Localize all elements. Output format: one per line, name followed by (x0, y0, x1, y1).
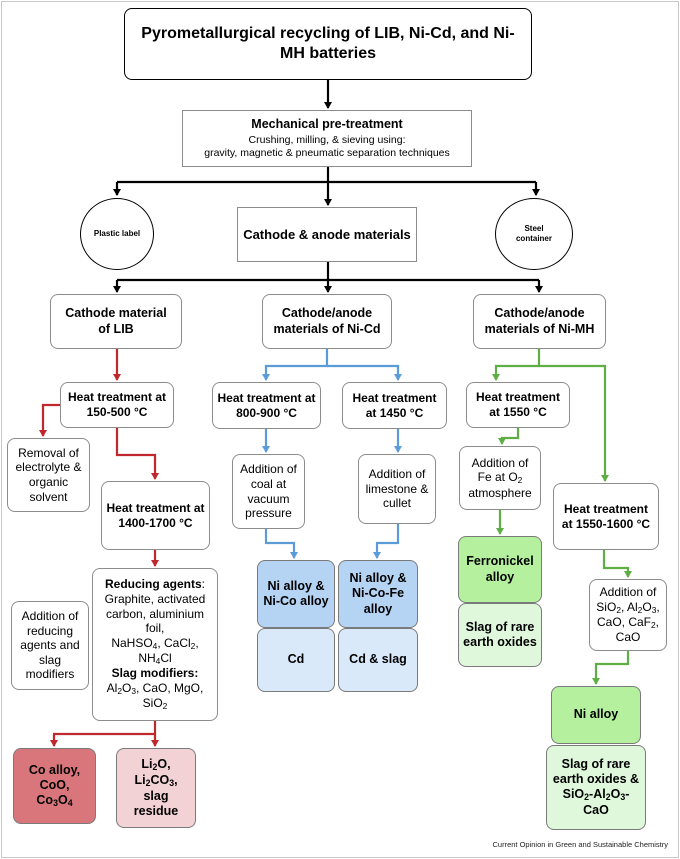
nimh-fe-box: Addition of Fe at O2 atmosphere (459, 446, 541, 510)
nicd-coal-box: Addition of coal at vacuum pressure (232, 454, 305, 529)
nicd-cd-box: Cd (257, 628, 335, 692)
nicd-alloy-a-box: Ni alloy & Ni-Co alloy (257, 560, 335, 628)
reducing-agents-label: Reducing agents (104, 577, 202, 592)
steel-container-circle: Steel container (495, 198, 573, 270)
nicd-cd-slag-box: Cd & slag (338, 628, 418, 692)
nicd-limestone-box: Addition of limestone & cullet (358, 454, 436, 524)
lib-heat2-box: Heat treatment at 1400-1700 °C (101, 481, 210, 550)
steel-container-text: Steel container (515, 224, 552, 243)
arrow-oxides-to-ni-alloy (592, 651, 630, 685)
lib-heat1-text: Heat treatment at 150-500 °C (67, 390, 167, 419)
nimh-heat-1550-box: Heat treatment at 1550 °C (466, 382, 570, 428)
nicd-source-text: Cathode/anode materials of Ni-Cd (273, 306, 381, 336)
nimh-fe-text: Addition of Fe at O2 atmosphere (468, 455, 532, 500)
arrow-coal-to-alloy (264, 529, 298, 559)
nimh-slag-b-box: Slag of rare earth oxides & SiO2-Al2O3-C… (546, 745, 646, 830)
lib-heat2-text: Heat treatment at 1400-1700 °C (106, 500, 205, 530)
nicd-cd-slag-text: Cd & slag (349, 652, 407, 667)
nimh-source-text: Cathode/anode materials of Ni-MH (484, 306, 595, 336)
lib-alloy-product-text: Co alloy,CoO,Co3O4 (28, 762, 81, 809)
pretreatment-line2: gravity, magnetic & pneumatic separation… (204, 147, 450, 160)
pretreatment-heading: Mechanical pre-treatment (251, 117, 403, 132)
lib-heat1-box: Heat treatment at 150-500 °C (60, 382, 174, 428)
nimh-oxides-text: Addition of SiO2, Al2O3, CaO, CaF2, CaO (596, 585, 660, 645)
arrow-nimh-to-1550-1600 (539, 364, 609, 482)
nicd-alloy-b-text: Ni alloy & Ni-Co-Fe alloy (349, 571, 407, 616)
pretreatment-line1: Crushing, milling, & sieving using: (248, 134, 406, 147)
cathode-anode-box: Cathode & anode materials (237, 207, 417, 262)
slag-modifiers-label: Slag modifiers (111, 666, 195, 681)
nimh-oxides-box: Addition of SiO2, Al2O3, CaO, CaF2, CaO (589, 579, 667, 651)
diagram-title-text: Pyrometallurgical recycling of LIB, Ni-C… (141, 25, 515, 62)
nimh-ni-alloy-box: Ni alloy (551, 686, 641, 744)
nicd-heat-1450-box: Heat treatment at 1450 °C (342, 382, 447, 429)
nicd-coal-text: Addition of coal at vacuum pressure (240, 462, 297, 521)
reducing-agents-text: Graphite, activated carbon, aluminium fo… (104, 591, 206, 636)
nicd-heat-800-box: Heat treatment at 800-900 °C (212, 382, 321, 429)
nimh-ni-alloy-text: Ni alloy (573, 707, 619, 722)
pretreatment-box: Mechanical pre-treatment Crushing, milli… (182, 110, 472, 167)
arrow-heat1-to-removal (39, 403, 60, 437)
nimh-slag-a-text: Slag of rare earth oxides (463, 619, 537, 649)
diagram-title: Pyrometallurgical recycling of LIB, Ni-C… (124, 8, 532, 80)
source-footer: Current Opinion in Green and Sustainable… (492, 840, 668, 849)
slag-modifiers-formulas: Al2O3, CaO, MgO, SiO2 (106, 681, 204, 712)
arrow-1550-to-fe (498, 428, 520, 445)
nicd-limestone-text: Addition of limestone & cullet (365, 467, 429, 511)
nimh-slag-b-text: Slag of rare earth oxides & SiO2-Al2O3-C… (552, 756, 640, 818)
nimh-ferronickel-text: Ferronickel alloy (466, 554, 534, 584)
lib-additive-note-text: Addition of reducing agents and slag mod… (20, 608, 80, 682)
line-agents-to-products (50, 721, 157, 747)
cathode-anode-text: Cathode & anode materials (243, 226, 411, 242)
nimh-ferronickel-box: Ferronickel alloy (458, 536, 542, 603)
arrow-nicd-to-1450 (327, 364, 402, 381)
plastic-label-text: Plastic label (93, 229, 141, 238)
nicd-heat-1450-text: Heat treatment at 1450 °C (352, 390, 437, 420)
plastic-label-circle: Plastic label (80, 198, 154, 270)
nicd-source-box: Cathode/anode materials of Ni-Cd (262, 294, 392, 349)
nimh-heat-1550-text: Heat treatment at 1550 °C (475, 390, 561, 419)
nicd-alloy-b-box: Ni alloy & Ni-Co-Fe alloy (338, 560, 418, 628)
nicd-alloy-a-text: Ni alloy & Ni-Co alloy (263, 578, 329, 608)
lib-agents-box: Reducing agents: Graphite, activated car… (92, 568, 218, 721)
arrow-heat1-to-heat2 (115, 428, 159, 480)
line-nimh-split (492, 349, 541, 381)
lib-alloy-product-box: Co alloy,CoO,Co3O4 (13, 748, 96, 824)
nimh-slag-a-box: Slag of rare earth oxides (458, 603, 542, 667)
line-nicd-split (262, 349, 329, 381)
lib-source-box: Cathode material of LIB (50, 294, 182, 349)
nicd-heat-800-text: Heat treatment at 800-900 °C (217, 390, 316, 420)
nicd-cd-text: Cd (287, 652, 305, 667)
arrow-1550-1600-to-oxides (602, 550, 632, 578)
arrow-limestone-to-alloy (373, 524, 400, 559)
nimh-heat-1550-1600-text: Heat treatment at 1550-1600 °C (561, 501, 651, 531)
lib-removal-text: Removal of electrolyte & organic solvent (15, 445, 82, 504)
nimh-heat-1550-1600-box: Heat treatment at 1550-1600 °C (553, 483, 659, 550)
lib-removal-box: Removal of electrolyte & organic solvent (7, 438, 90, 512)
lib-source-text: Cathode material of LIB (65, 306, 167, 336)
lib-additive-note-box: Addition of reducing agents and slag mod… (11, 601, 89, 690)
nimh-source-box: Cathode/anode materials of Ni-MH (473, 294, 606, 349)
reducing-agents-formulas: NaHSO4, CaCl2, NH4Cl (111, 635, 199, 667)
